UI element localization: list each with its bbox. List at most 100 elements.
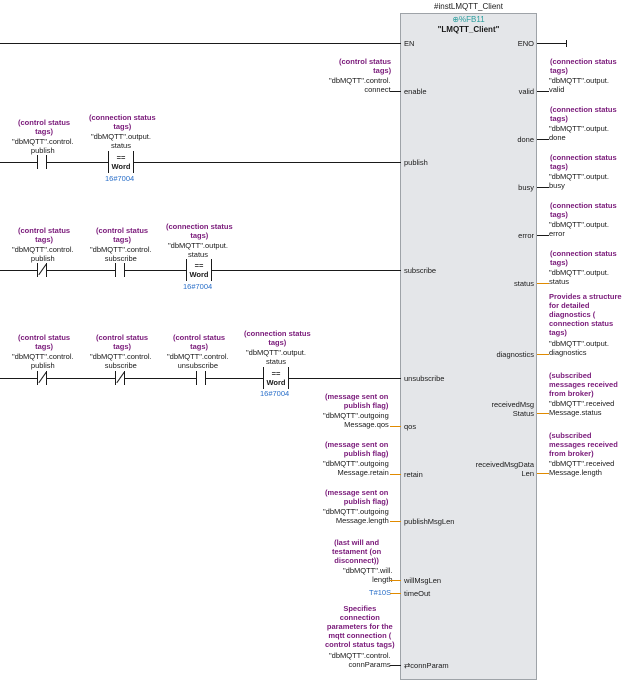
pin-done[interactable]: done [517, 135, 534, 144]
subscribe-c1-tag: "dbMQTT".control. publish [12, 245, 74, 263]
connparam-comment: Specifies connection parameters for the … [325, 604, 395, 649]
unsub-c3-tag: "dbMQTT".control. unsubscribe [167, 352, 229, 370]
publish-contact-tag: "dbMQTT".control. publish [12, 137, 74, 155]
receivedmsgdatalen-wire [537, 473, 549, 474]
unsub-no-contact[interactable] [196, 371, 206, 385]
publish-compare-tag: "dbMQTT".output. status [91, 132, 151, 150]
retain-comment: (message sent on publish flag) [325, 440, 389, 458]
pin-connparam-label: connParam [410, 661, 449, 670]
enable-tag: "dbMQTT".control. connect [329, 76, 391, 94]
pin-enable[interactable]: enable [404, 87, 427, 96]
pin-receivedmsgstatus[interactable]: receivedMsg Status [491, 400, 534, 418]
pin-receivedmsgdatalen[interactable]: receivedMsgData Len [475, 460, 534, 478]
receivedmsgstatus-comment: (subscribed messages received from broke… [549, 371, 618, 398]
subscribe-compare-contact[interactable]: == Word [186, 259, 212, 281]
publish-contact-comment: (control status tags) [18, 118, 71, 136]
subscribe-c1-comment: (control status tags) [18, 226, 71, 244]
busy-wire [537, 187, 549, 188]
pin-publish[interactable]: publish [404, 158, 428, 167]
error-comment: (connection status tags) [550, 201, 617, 219]
pin-busy[interactable]: busy [518, 183, 534, 192]
status-tag: "dbMQTT".output. status [549, 268, 609, 286]
unsub-nc-contact-publish[interactable] [37, 371, 47, 385]
enable-comment: (control status tags) [339, 57, 392, 75]
subscribe-nc-contact-publish[interactable] [37, 263, 47, 277]
pin-en[interactable]: EN [404, 39, 415, 48]
willmsglen-comment: (last will and testament (on disconnect)… [332, 538, 382, 565]
eno-wire-end [566, 40, 567, 47]
pin-connparam[interactable]: ⇄connParam [404, 661, 449, 670]
error-tag: "dbMQTT".output. error [549, 220, 609, 238]
status-comment: (connection status tags) [550, 249, 617, 267]
retain-tag: "dbMQTT".outgoing Message.retain [323, 459, 389, 477]
block-instance-name: #instLMQTT_Client [434, 2, 503, 11]
enable-wire [390, 91, 401, 92]
connparam-wire [390, 665, 401, 666]
publishmsglen-wire [390, 521, 401, 522]
publish-compare-contact[interactable]: == Word [108, 151, 134, 173]
publish-rung [0, 162, 401, 163]
timeout-wire [390, 593, 401, 594]
pin-diagnostics[interactable]: diagnostics [496, 350, 534, 359]
receivedmsgdatalen-tag: "dbMQTT".received Message.length [549, 459, 615, 477]
pin-valid[interactable]: valid [518, 87, 534, 96]
valid-wire [537, 91, 549, 92]
unsub-nc-contact-subscribe[interactable] [115, 371, 125, 385]
pin-timeout[interactable]: timeOut [404, 589, 431, 598]
subscribe-c2-tag: "dbMQTT".control. subscribe [90, 245, 152, 263]
diagnostics-wire [537, 354, 549, 355]
compare-type: Word [111, 162, 131, 171]
retain-wire [390, 474, 401, 475]
willmsglen-wire [390, 580, 401, 581]
pin-publishmsglen[interactable]: publishMsgLen [404, 517, 455, 526]
publish-compare-value: 16#7004 [105, 174, 135, 183]
unsub-c1-comment: (control status tags) [18, 333, 71, 351]
publishmsglen-tag: "dbMQTT".outgoing Message.length [323, 507, 389, 525]
done-wire [537, 139, 549, 140]
valid-tag: "dbMQTT".output. valid [549, 76, 609, 94]
qos-tag: "dbMQTT".outgoing Message.qos [323, 411, 389, 429]
connparam-tag: "dbMQTT".control. connParams [329, 651, 391, 669]
function-block[interactable] [400, 13, 537, 680]
pin-subscribe[interactable]: subscribe [404, 266, 437, 275]
pin-unsubscribe[interactable]: unsubscribe [404, 374, 445, 383]
publishmsglen-comment: (message sent on publish flag) [325, 488, 389, 506]
compare-operator: == [271, 369, 281, 378]
willmsglen-tag: "dbMQTT".will. length [343, 566, 393, 584]
subscribe-no-contact[interactable] [115, 263, 125, 277]
unsub-compare-value: 16#7004 [260, 389, 290, 398]
publish-no-contact[interactable] [37, 155, 47, 169]
unsub-compare-contact[interactable]: == Word [263, 367, 289, 389]
unsub-c2-comment: (control status tags) [96, 333, 149, 351]
pin-error[interactable]: error [518, 231, 534, 240]
compare-operator: == [116, 153, 126, 162]
pin-qos[interactable]: qos [404, 422, 417, 431]
compare-type: Word [266, 378, 286, 387]
pin-status[interactable]: status [513, 279, 534, 288]
block-type-name: "LMQTT_Client" [437, 25, 500, 34]
subscribe-compare-tag: "dbMQTT".output. status [168, 241, 228, 259]
unsub-c2-tag: "dbMQTT".control. subscribe [90, 352, 152, 370]
receivedmsgstatus-wire [537, 413, 549, 414]
receivedmsgdatalen-comment: (subscribed messages received from broke… [549, 431, 618, 458]
qos-comment: (message sent on publish flag) [325, 392, 389, 410]
publish-compare-comment: (connection status tags) [89, 113, 156, 131]
error-wire [537, 235, 549, 236]
status-wire [537, 283, 549, 284]
unsub-compare-tag: "dbMQTT".output. status [246, 348, 306, 366]
pin-eno[interactable]: ENO [517, 39, 534, 48]
unsub-c1-tag: "dbMQTT".control. publish [12, 352, 74, 370]
busy-comment: (connection status tags) [550, 153, 617, 171]
block-icon: ⊕ [452, 15, 460, 24]
block-fb-number: %FB11 [459, 15, 485, 24]
diagnostics-tag: "dbMQTT".output. diagnostics [549, 339, 609, 357]
pin-willmsglen[interactable]: willMsgLen [404, 576, 442, 585]
pin-retain[interactable]: retain [404, 470, 423, 479]
timeout-value: T#10S [369, 588, 392, 597]
done-tag: "dbMQTT".output. done [549, 124, 609, 142]
unsub-c3-comment: (control status tags) [173, 333, 226, 351]
busy-tag: "dbMQTT".output. busy [549, 172, 609, 190]
subscribe-c2-comment: (control status tags) [96, 226, 149, 244]
done-comment: (connection status tags) [550, 105, 617, 123]
unsub-compare-comment: (connection status tags) [244, 329, 311, 347]
